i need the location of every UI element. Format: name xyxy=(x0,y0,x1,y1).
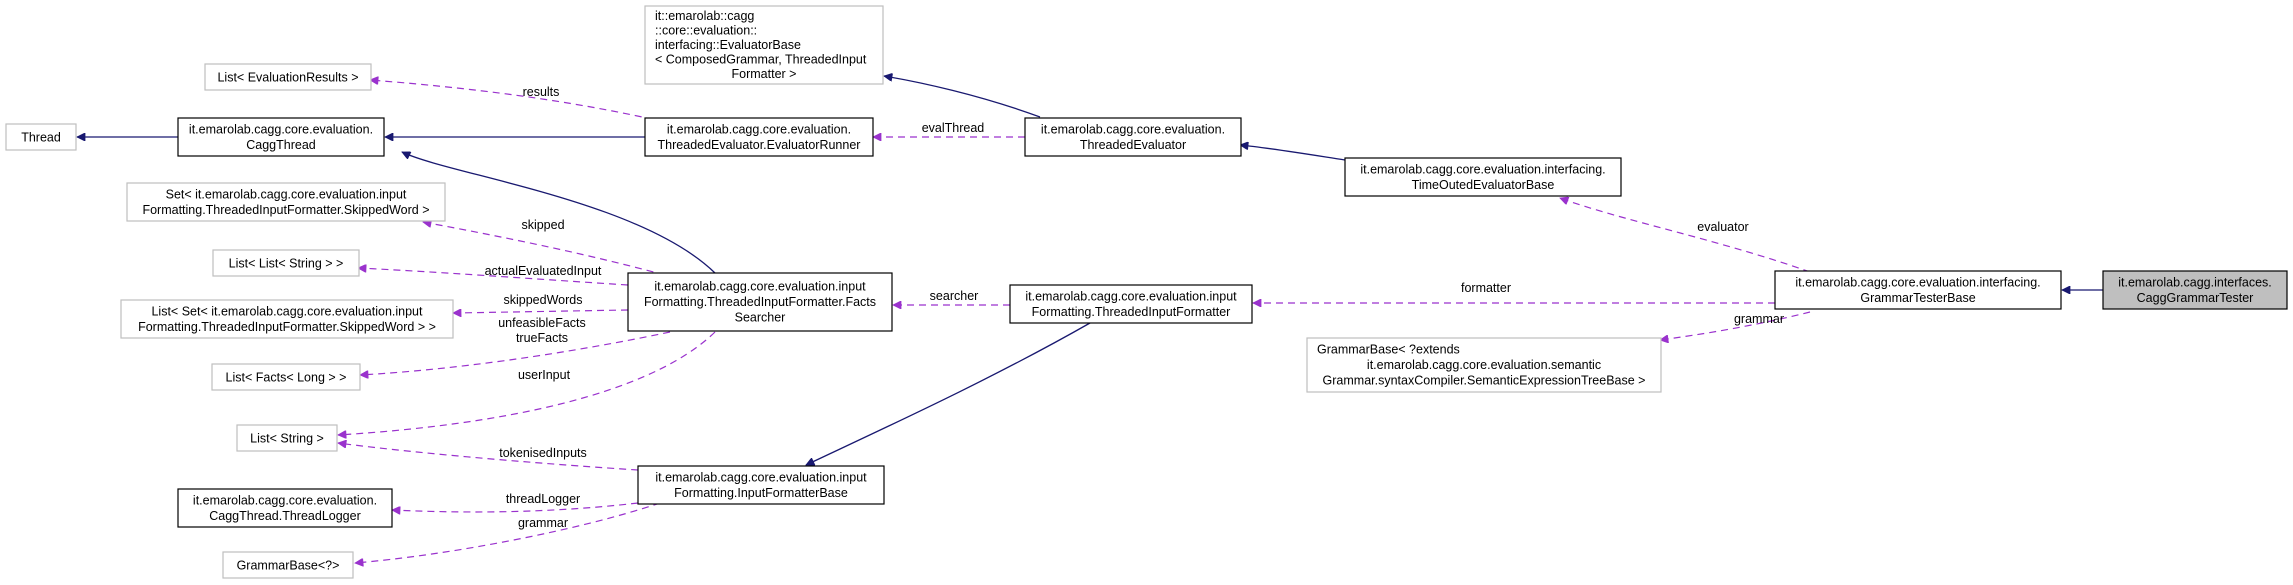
edge-tokenisedInputs xyxy=(338,443,639,471)
node-setskipped-line-1: Formatting.ThreadedInputFormatter.Skippe… xyxy=(142,203,429,217)
node-evaluatorrunner[interactable]: it.emarolab.cagg.core.evaluation. Thread… xyxy=(644,117,874,157)
node-listsetskipped-line-0: List< Set< it.emarolab.cagg.core.evaluat… xyxy=(151,305,423,319)
node-grammarbaseextends-line-1: it.emarolab.cagg.core.evaluation.semanti… xyxy=(1367,358,1601,372)
node-evalresults-line-0: List< EvaluationResults > xyxy=(217,71,358,85)
node-evaluatorbase[interactable]: it::emarolab::cagg ::core::evaluation:: … xyxy=(644,5,884,85)
node-inputformatterbase-line-1: Formatting.InputFormatterBase xyxy=(674,486,848,500)
node-grammartesterbase[interactable]: it.emarolab.cagg.core.evaluation.interfa… xyxy=(1774,270,2062,310)
edge-results xyxy=(370,80,666,123)
edge-label-skippedWords: skippedWords xyxy=(504,293,583,307)
node-caggthread[interactable]: it.emarolab.cagg.core.evaluation. CaggTh… xyxy=(177,117,385,157)
node-threadlogger[interactable]: it.emarolab.cagg.core.evaluation. CaggTh… xyxy=(177,488,393,528)
edge-label-skipped: skipped xyxy=(521,218,564,232)
edge-threadLogger xyxy=(392,502,639,512)
edge-label-unfeasibleFacts: unfeasibleFacts xyxy=(498,316,586,330)
node-setskipped[interactable]: Set< it.emarolab.cagg.core.evaluation.in… xyxy=(126,182,446,222)
edge-evaluator xyxy=(1560,198,1811,273)
node-evaluatorrunner-line-1: ThreadedEvaluator.EvaluatorRunner xyxy=(658,138,861,152)
node-caggtester[interactable]: it.emarolab.cagg.interfaces. CaggGrammar… xyxy=(2102,270,2288,310)
node-inputformatterbase-line-0: it.emarolab.cagg.core.evaluation.input xyxy=(655,471,867,485)
node-timeouted-line-1: TimeOutedEvaluatorBase xyxy=(1412,178,1555,192)
node-factssearcher-line-1: Formatting.ThreadedInputFormatter.Facts xyxy=(644,295,876,309)
node-factssearcher-line-0: it.emarolab.cagg.core.evaluation.input xyxy=(654,280,866,294)
node-factssearcher-line-2: Searcher xyxy=(735,311,786,325)
node-thread-line-0: Thread xyxy=(21,131,61,145)
inheritance-edges xyxy=(77,76,2103,465)
node-threadedinputformatter-line-0: it.emarolab.cagg.core.evaluation.input xyxy=(1025,290,1237,304)
node-evaluatorbase-line-2: interfacing::EvaluatorBase xyxy=(655,38,801,52)
node-grammarbaseextends-line-0: GrammarBase< ?extends xyxy=(1317,343,1460,357)
node-evaluatorrunner-line-0: it.emarolab.cagg.core.evaluation. xyxy=(667,123,851,137)
edge-userInput xyxy=(338,331,716,435)
node-threadedinputformatter[interactable]: it.emarolab.cagg.core.evaluation.input F… xyxy=(1009,284,1253,324)
node-listfacts[interactable]: List< Facts< Long > > xyxy=(211,363,361,391)
edge-grammar-tester xyxy=(1660,311,1811,340)
usage-edges xyxy=(338,80,1811,563)
node-threadedinputformatter-line-1: Formatting.ThreadedInputFormatter xyxy=(1032,305,1231,319)
node-grammarbasewild-line-0: GrammarBase<?> xyxy=(237,559,340,573)
edge-label-grammar-tester: grammar xyxy=(1734,312,1784,326)
node-liststring[interactable]: List< String > xyxy=(236,424,338,452)
edge-actualEvaluatedInput xyxy=(358,268,629,286)
node-caggtester-line-0: it.emarolab.cagg.interfaces. xyxy=(2118,276,2272,290)
edge-factssearcher-to-caggthread xyxy=(402,151,716,274)
node-evaluatorbase-line-4: Formatter > xyxy=(732,67,797,81)
edge-label-tokenisedInputs: tokenisedInputs xyxy=(499,446,587,460)
node-grammarbasewild[interactable]: GrammarBase<?> xyxy=(222,551,354,579)
edge-skippedWords xyxy=(453,310,629,313)
edge-labels: results evalThread evaluator skipped act… xyxy=(485,85,1784,530)
edge-label-actualEvaluatedInput: actualEvaluatedInput xyxy=(485,264,602,278)
node-evaluatorbase-line-1: ::core::evaluation:: xyxy=(655,24,757,38)
edge-skipped xyxy=(423,222,666,276)
node-threadedevaluator-line-0: it.emarolab.cagg.core.evaluation. xyxy=(1041,123,1225,137)
node-caggthread-line-0: it.emarolab.cagg.core.evaluation. xyxy=(189,123,373,137)
node-caggthread-line-1: CaggThread xyxy=(246,138,316,152)
edge-label-trueFacts: trueFacts xyxy=(516,331,568,345)
edge-label-results: results xyxy=(523,85,560,99)
node-caggtester-line-1: CaggGrammarTester xyxy=(2137,291,2254,305)
node-grammarbaseextends-line-2: Grammar.syntaxCompiler.SemanticExpressio… xyxy=(1323,374,1646,388)
node-thread[interactable]: Thread xyxy=(5,123,77,151)
edge-threadedevaluator-to-evaluatorbase xyxy=(884,76,1041,118)
edge-label-threadLogger: threadLogger xyxy=(506,492,580,506)
edge-threadedinputformatter-to-inputformatterbase xyxy=(806,322,1091,465)
edge-label-evaluator: evaluator xyxy=(1697,220,1748,234)
node-factssearcher[interactable]: it.emarolab.cagg.core.evaluation.input F… xyxy=(627,272,893,332)
node-listsetskipped[interactable]: List< Set< it.emarolab.cagg.core.evaluat… xyxy=(120,299,454,339)
edge-facts xyxy=(360,331,671,375)
node-timeouted-line-0: it.emarolab.cagg.core.evaluation.interfa… xyxy=(1360,163,1605,177)
node-threadedevaluator-line-1: ThreadedEvaluator xyxy=(1080,138,1186,152)
node-listliststring-line-0: List< List< String > > xyxy=(229,257,344,271)
node-evaluatorbase-line-3: < ComposedGrammar, ThreadedInput xyxy=(655,53,867,67)
node-grammartesterbase-line-1: GrammarTesterBase xyxy=(1860,291,1975,305)
edge-label-evalThread: evalThread xyxy=(922,121,985,135)
edge-timeouted-to-threadedevaluator xyxy=(1240,145,1346,161)
node-threadedevaluator[interactable]: it.emarolab.cagg.core.evaluation. Thread… xyxy=(1024,117,1242,157)
edge-label-searcher: searcher xyxy=(930,289,979,303)
node-threadlogger-line-1: CaggThread.ThreadLogger xyxy=(209,509,361,523)
node-threadlogger-line-0: it.emarolab.cagg.core.evaluation. xyxy=(193,494,377,508)
node-listsetskipped-line-1: Formatting.ThreadedInputFormatter.Skippe… xyxy=(138,320,436,334)
node-evalresults[interactable]: List< EvaluationResults > xyxy=(204,63,372,91)
node-listfacts-line-0: List< Facts< Long > > xyxy=(226,371,347,385)
edge-label-userInput: userInput xyxy=(518,368,571,382)
node-listliststring[interactable]: List< List< String > > xyxy=(212,249,360,277)
node-evaluatorbase-line-0: it::emarolab::cagg xyxy=(655,9,754,23)
edge-label-formatter: formatter xyxy=(1461,281,1511,295)
edge-label-grammar-input: grammar xyxy=(518,516,568,530)
node-grammarbaseextends[interactable]: GrammarBase< ?extends it.emarolab.cagg.c… xyxy=(1306,337,1662,393)
node-inputformatterbase[interactable]: it.emarolab.cagg.core.evaluation.input F… xyxy=(637,465,885,505)
node-liststring-line-0: List< String > xyxy=(250,432,324,446)
node-setskipped-line-0: Set< it.emarolab.cagg.core.evaluation.in… xyxy=(166,188,407,202)
node-timeouted[interactable]: it.emarolab.cagg.core.evaluation.interfa… xyxy=(1344,157,1622,197)
edge-grammar-input xyxy=(355,502,661,563)
node-grammartesterbase-line-0: it.emarolab.cagg.core.evaluation.interfa… xyxy=(1795,276,2040,290)
